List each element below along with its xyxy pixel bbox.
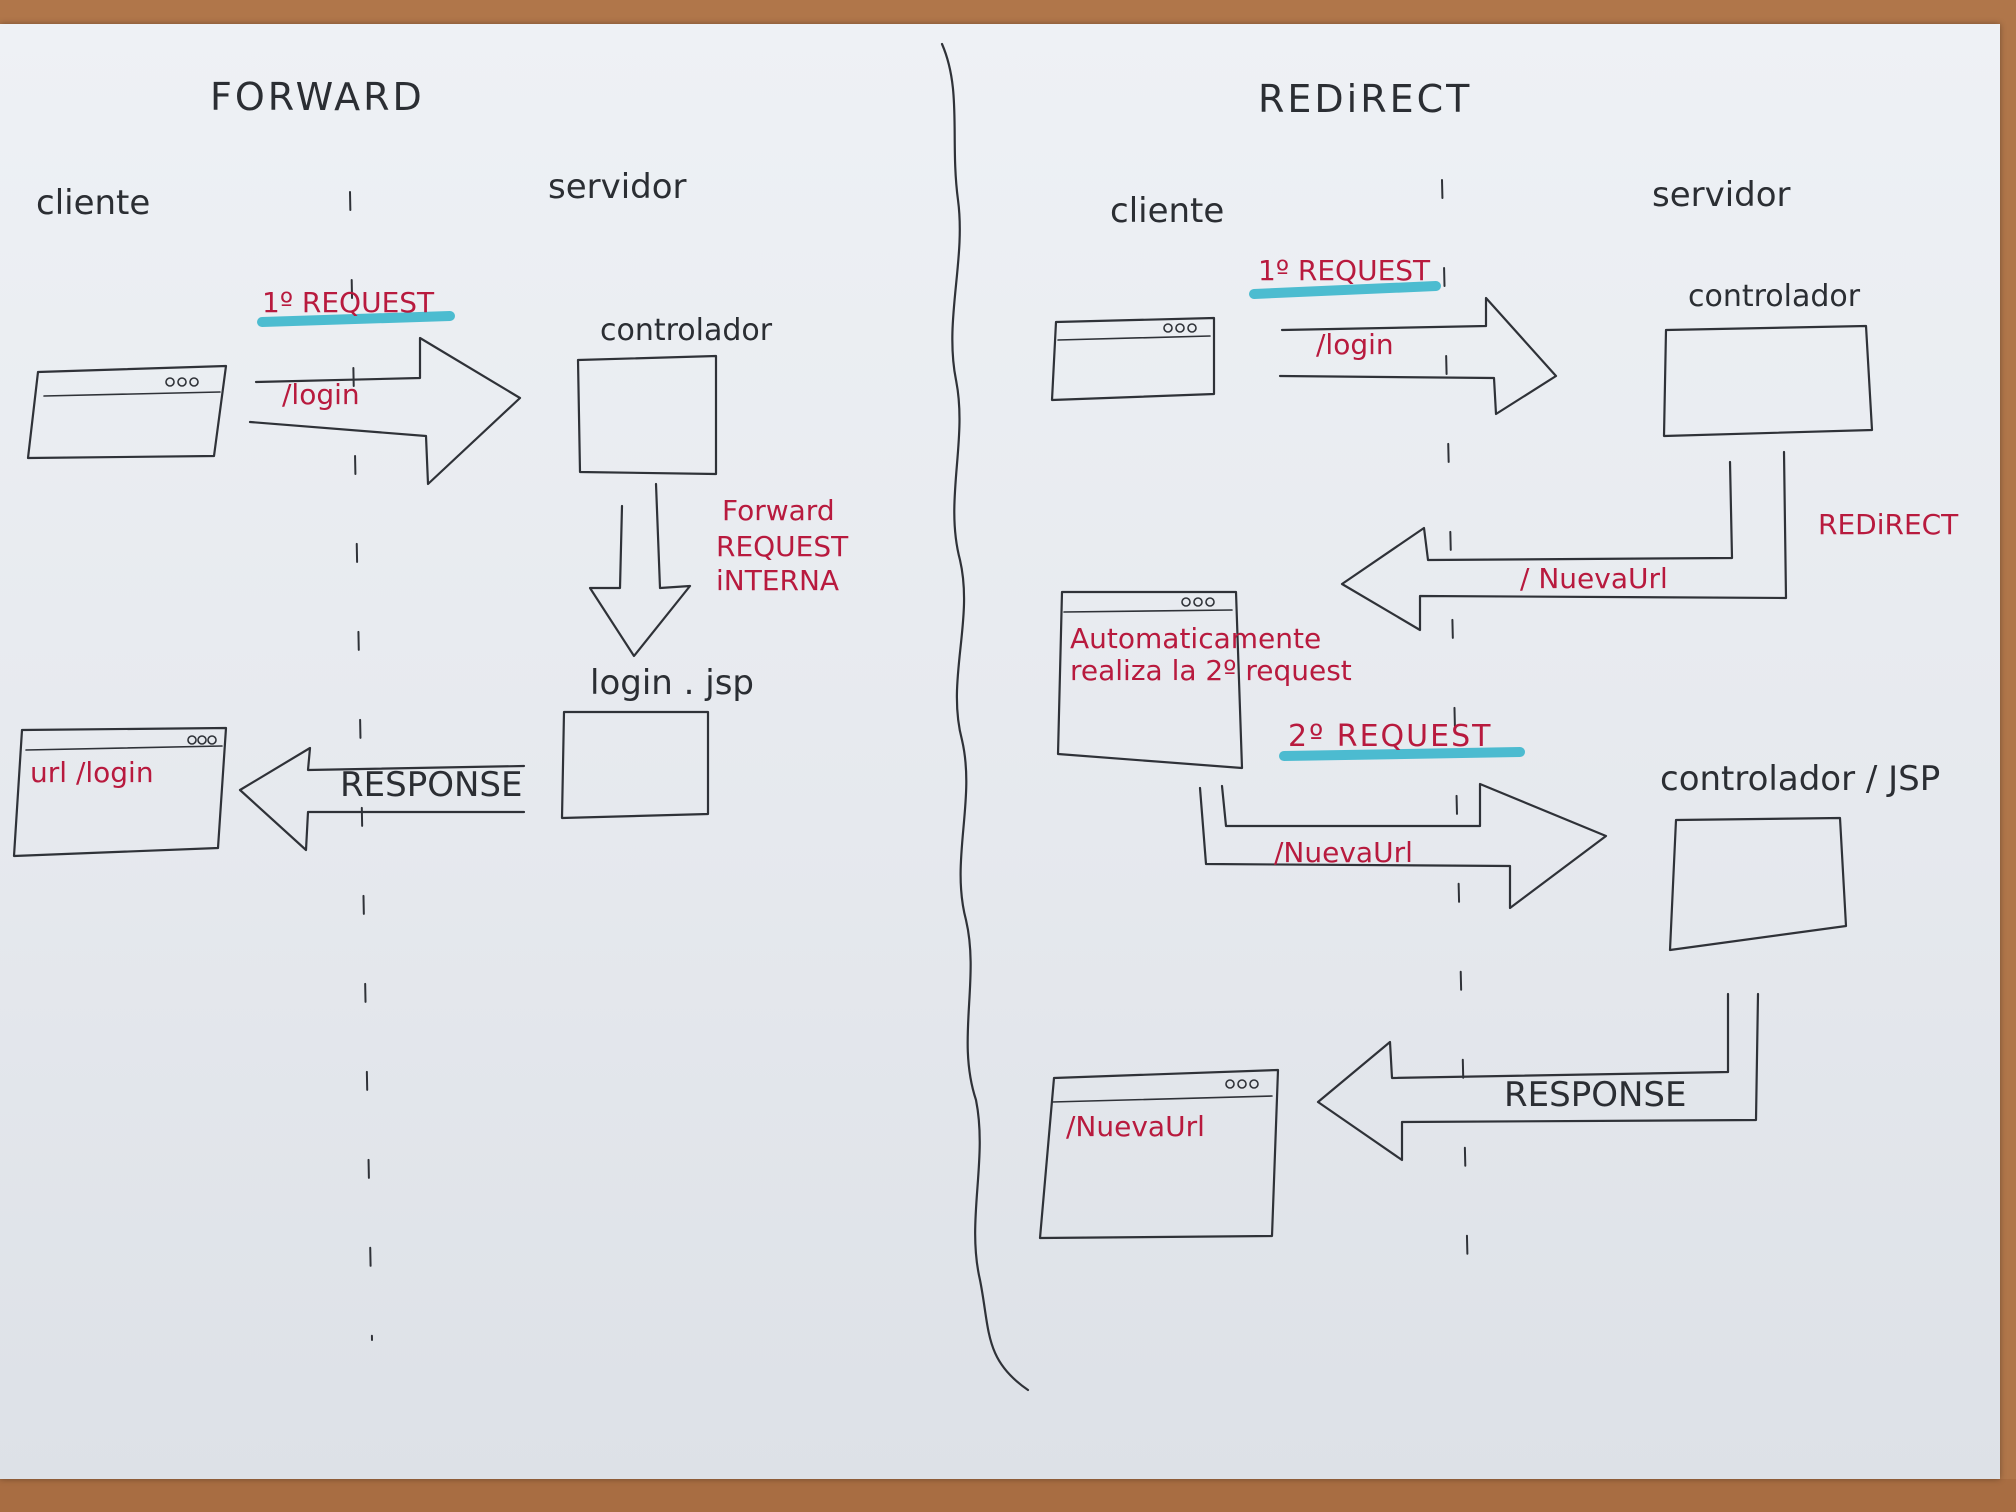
- redirect-client-browser-3: [1038, 1068, 1280, 1240]
- forward-request-arrow: [248, 336, 522, 486]
- section-divider: [940, 42, 1030, 1392]
- redirect-redirect-label: REDiRECT: [1818, 508, 1959, 541]
- redirect-client-browser-1: [1050, 316, 1216, 402]
- redirect-controlador-box: [1662, 324, 1874, 438]
- redirect-request1-arrow: [1278, 296, 1558, 416]
- redirect-request1-label: 1º REQUEST: [1258, 254, 1431, 287]
- redirect-auto-note-line1: Automaticamente: [1070, 622, 1321, 655]
- redirect-login-path: /login: [1316, 328, 1394, 361]
- forward-login-path: /login: [282, 378, 360, 411]
- redirect-request2-highlight: [1279, 747, 1525, 761]
- forward-cliente-label: cliente: [36, 183, 150, 223]
- forward-client-browser-1: [26, 364, 228, 460]
- redirect-auto-note-line2: realiza la 2º request: [1070, 654, 1352, 687]
- redirect-client-browser-2: [1056, 590, 1244, 770]
- forward-servidor-label: servidor: [548, 167, 687, 207]
- redirect-request2-label: 2º REQUEST: [1288, 719, 1492, 754]
- redirect-nuevaurl-label: / NuevaUrl: [1520, 562, 1668, 595]
- redirect-controlador-jsp-box: [1668, 816, 1848, 952]
- redirect-servidor-label: servidor: [1652, 175, 1791, 215]
- redirect-request1-highlight: [1249, 281, 1441, 299]
- redirect-controlador-label: controlador: [1688, 279, 1861, 314]
- forward-jsp-box: [560, 710, 710, 820]
- forward-lifeline: [349, 191, 373, 1341]
- forward-client-browser-2: [12, 726, 228, 858]
- redirect-browser-url: /NuevaUrl: [1066, 1110, 1205, 1143]
- table-surface: [0, 1479, 2016, 1512]
- forward-browser-url: url /login: [30, 756, 154, 789]
- redirect-title: REDiRECT: [1258, 77, 1472, 121]
- redirect-nuevaurl-arrow-label: /NuevaUrl: [1274, 836, 1413, 869]
- forward-internal-arrow: [588, 482, 692, 658]
- redirect-redirect-arrow: [1340, 450, 1788, 632]
- redirect-request2-arrow: [1198, 782, 1608, 910]
- redirect-lifeline: [1441, 179, 1469, 1281]
- redirect-controlador-jsp-label: controlador / JSP: [1660, 759, 1940, 799]
- forward-jsp-label: login . jsp: [590, 663, 754, 703]
- forward-note-line2: REQUEST: [716, 530, 849, 563]
- redirect-cliente-label: cliente: [1110, 191, 1224, 231]
- forward-controlador-label: controlador: [600, 313, 773, 348]
- forward-response-label: RESPONSE: [340, 765, 522, 805]
- forward-note-line1: Forward: [722, 494, 835, 527]
- paper-sheet: [0, 24, 2000, 1479]
- forward-note-line3: iNTERNA: [716, 564, 839, 597]
- redirect-response-label: RESPONSE: [1504, 1075, 1686, 1115]
- forward-controlador-box: [576, 354, 718, 476]
- forward-title: FORWARD: [210, 75, 425, 119]
- forward-response-arrow: [238, 746, 526, 852]
- forward-request-highlight: [257, 311, 455, 327]
- forward-request-label: 1º REQUEST: [262, 286, 435, 319]
- redirect-response-arrow: [1316, 992, 1760, 1162]
